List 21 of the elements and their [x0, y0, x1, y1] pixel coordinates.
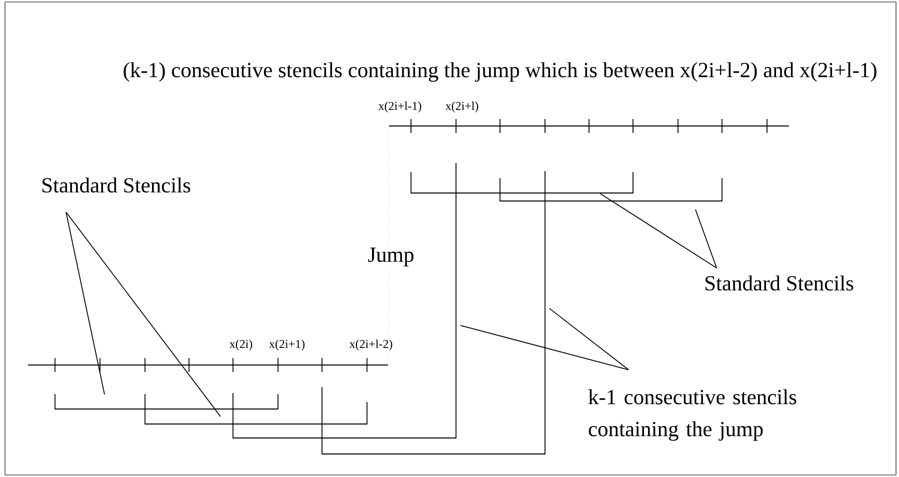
leader-line: [66, 212, 105, 395]
leader-line: [460, 325, 629, 370]
stencil-bracket: [144, 394, 368, 424]
tick-label: x(2i+l): [444, 100, 480, 114]
tick-label: x(2i): [228, 338, 254, 352]
tick-label: x(2i+l-2): [348, 338, 394, 352]
text-label: Standard Stencils: [706, 275, 854, 291]
stencil-bracket: [54, 394, 278, 410]
stencil-bracket: [410, 172, 634, 194]
tick-label: x(2i+1): [268, 338, 306, 352]
text-label: k-1 consecutive stencils containing the jump: [588, 389, 796, 441]
tick-label: x(2i+l-1): [377, 100, 423, 114]
leader-line: [600, 193, 718, 268]
leader-line: [66, 212, 221, 417]
stencil-bracket: [322, 170, 546, 454]
stencil-bracket: [500, 178, 722, 202]
text-label: Standard Stencils: [42, 177, 190, 193]
jump-label: Jump: [366, 246, 416, 268]
leader-line: [695, 209, 718, 268]
leader-line: [549, 308, 629, 370]
title: (k-1) consecutive stencils containing the jump which is between x(2i+l-2) and x(2i+l-1): [124, 62, 876, 82]
